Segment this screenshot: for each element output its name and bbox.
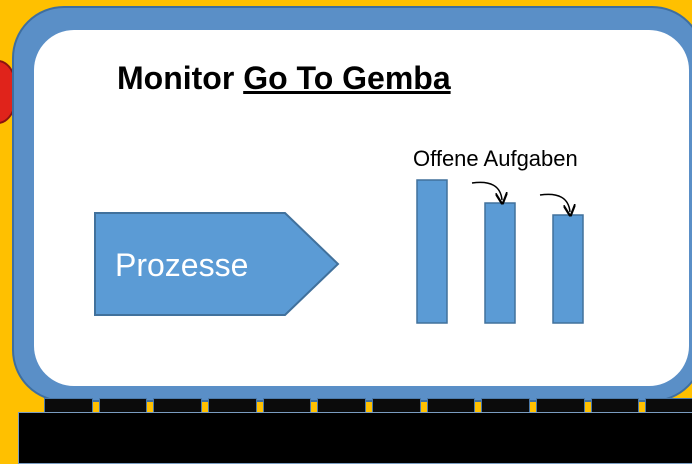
process-label: Prozesse <box>115 247 249 283</box>
decrease-arrow-2 <box>539 193 570 212</box>
keyboard-base <box>18 412 692 464</box>
monitor-screen <box>34 30 689 386</box>
process-arrow-shape <box>94 212 340 316</box>
decrease-arrow-1 <box>471 181 502 200</box>
bar-1 <box>416 179 448 324</box>
title-prefix: Monitor <box>117 60 244 96</box>
bar-3 <box>552 214 584 324</box>
title-underlined: Go To Gemba <box>243 60 451 96</box>
tasks-bar-chart <box>416 179 584 324</box>
page-title: Monitor Go To Gemba <box>117 60 577 97</box>
bar-2 <box>484 202 516 324</box>
tasks-label: Offene Aufgaben <box>413 146 578 171</box>
